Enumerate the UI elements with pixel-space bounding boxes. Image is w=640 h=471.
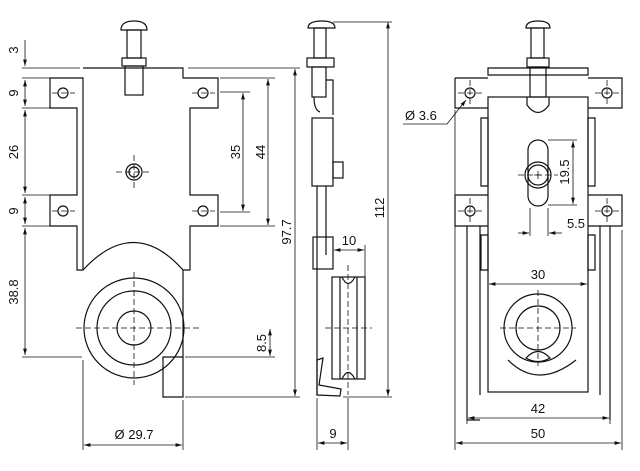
dim-hole-diameter: Ø 3.6 xyxy=(405,108,437,123)
side-wheel xyxy=(325,265,372,395)
dim-44: 44 xyxy=(253,145,268,159)
dim-9-side: 9 xyxy=(329,426,336,441)
adjust-slot-screw xyxy=(518,139,558,207)
dim-35: 35 xyxy=(228,145,243,159)
rear-wheel xyxy=(500,290,577,376)
mounting-holes xyxy=(52,87,215,217)
adjust-bolt xyxy=(120,20,148,96)
side-view: 112 10 9 xyxy=(306,20,392,450)
dim-8-5: 8.5 xyxy=(254,334,269,352)
dim-30: 30 xyxy=(531,267,545,282)
roller-wheel xyxy=(76,272,200,385)
dim-10: 10 xyxy=(342,233,356,248)
dim-9-bottom: 9 xyxy=(6,207,21,214)
dim-26: 26 xyxy=(6,145,21,159)
dim-97-7: 97.7 xyxy=(279,219,294,244)
dim-38-8: 38.8 xyxy=(6,279,21,304)
dim-50: 50 xyxy=(531,426,545,441)
dim-wheel-diameter: Ø 29.7 xyxy=(114,427,153,442)
dim-3: 3 xyxy=(6,46,21,53)
dim-112: 112 xyxy=(372,198,387,219)
dim-9-top: 9 xyxy=(6,89,21,96)
dim-19-5: 19.5 xyxy=(557,159,572,184)
rear-view: Ø 3.6 19.5 5.5 30 42 50 xyxy=(403,20,623,450)
rear-holes xyxy=(458,80,619,225)
front-view: 3 9 26 9 38.8 35 44 97.7 8.5 Ø 29.7 xyxy=(6,20,300,450)
mounting-plate xyxy=(49,67,219,398)
dim-5-5: 5.5 xyxy=(567,216,585,231)
dim-42: 42 xyxy=(531,401,545,416)
